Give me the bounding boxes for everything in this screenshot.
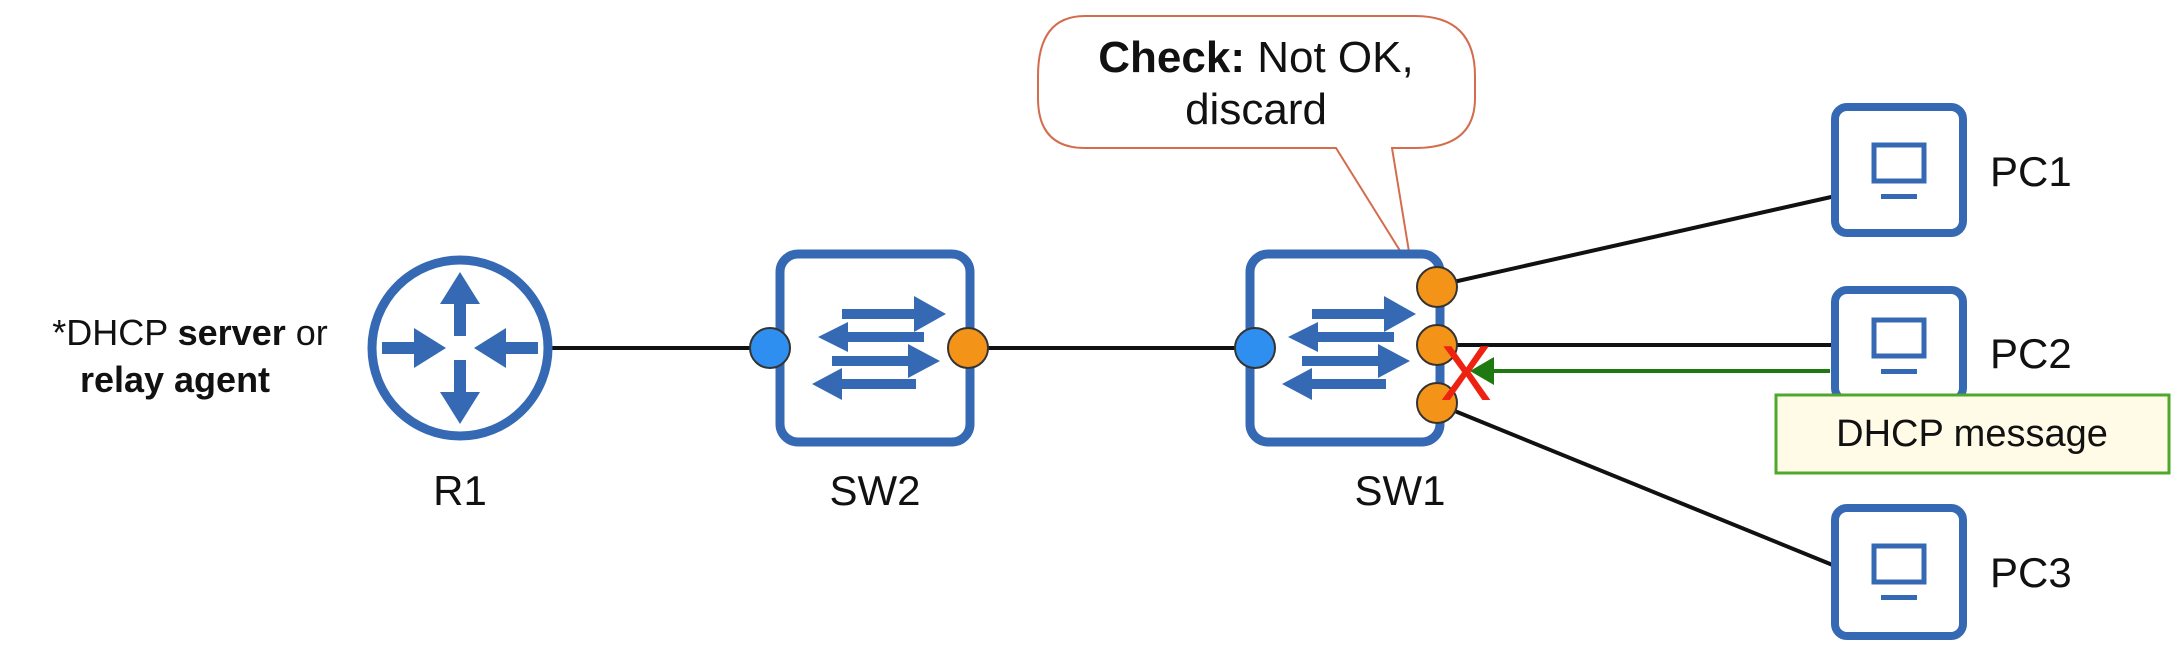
router-note-server: server [178, 312, 286, 353]
pc2-label: PC2 [1990, 330, 2072, 377]
router-note-prefix: *DHCP [52, 312, 177, 353]
link-sw1-pc3 [1439, 403, 1841, 570]
pc3-label: PC3 [1990, 549, 2072, 596]
router-r1[interactable]: R1 [367, 255, 553, 514]
pc-pc2[interactable]: PC2 [1831, 286, 2072, 404]
router-note-suffix: or [286, 312, 328, 353]
svg-text:Check: Not OK,: Check: Not OK, [1098, 33, 1413, 82]
router-note-relay: relay agent [80, 359, 270, 400]
untrusted-port-pc3[interactable] [1416, 382, 1458, 424]
callout-check-label: Check: [1098, 33, 1245, 82]
pc-pc1[interactable]: PC1 [1831, 103, 2072, 237]
callout-result-text: Not OK, [1245, 33, 1414, 82]
dhcp-message-arrow [1470, 357, 1830, 385]
sw2-label: SW2 [829, 467, 920, 514]
pc-icon [1831, 103, 1967, 237]
untrusted-port-pc2[interactable] [1416, 324, 1458, 366]
pc-icon [1831, 286, 1967, 404]
r1-label: R1 [433, 467, 487, 514]
switch-icon [1245, 249, 1445, 447]
dhcp-message-label: DHCP message [1836, 413, 2108, 455]
sw1-label: SW1 [1354, 467, 1445, 514]
link-sw1-pc1 [1439, 193, 1841, 287]
untrusted-port-pc1[interactable] [1416, 266, 1458, 308]
trusted-port[interactable] [1234, 327, 1276, 369]
callout-action-text: discard [1185, 85, 1327, 134]
switch-sw2[interactable]: SW2 [749, 249, 989, 514]
switch-icon [775, 249, 975, 447]
callout-bubble: Check: Not OK, discard [1037, 15, 1476, 271]
dhcp-message-box: DHCP message [1774, 393, 2171, 475]
untrusted-port[interactable] [947, 327, 989, 369]
router-note: *DHCP server or relay agent [52, 312, 328, 400]
discard-x-icon: X [1440, 329, 1492, 417]
links [540, 193, 1841, 570]
arrow-head-icon [1470, 357, 1494, 385]
router-icon [367, 255, 553, 441]
switch-sw1[interactable]: SW1 [1234, 249, 1458, 514]
trusted-port[interactable] [749, 327, 791, 369]
pc1-label: PC1 [1990, 148, 2072, 195]
pc-pc3[interactable]: PC3 [1831, 504, 2072, 640]
pc-icon [1831, 504, 1967, 640]
svg-text:*DHCP server or: *DHCP server or [52, 312, 328, 353]
